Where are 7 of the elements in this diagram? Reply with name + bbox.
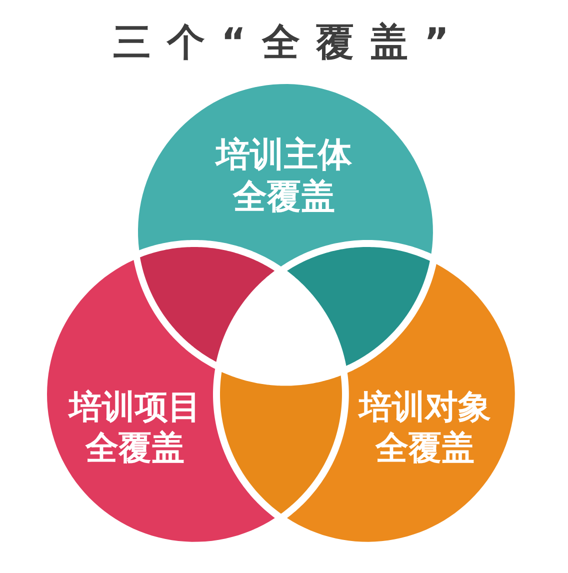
overlap-region [140,246,274,362]
title: 三个“全覆盖” [113,19,465,66]
circle-label: 培训对象全覆盖 [357,386,492,468]
overlap-region [220,372,342,514]
circle-label: 培训项目全覆盖 [67,386,202,468]
overlap-region [286,246,430,366]
circle-label: 培训主体全覆盖 [214,134,353,218]
